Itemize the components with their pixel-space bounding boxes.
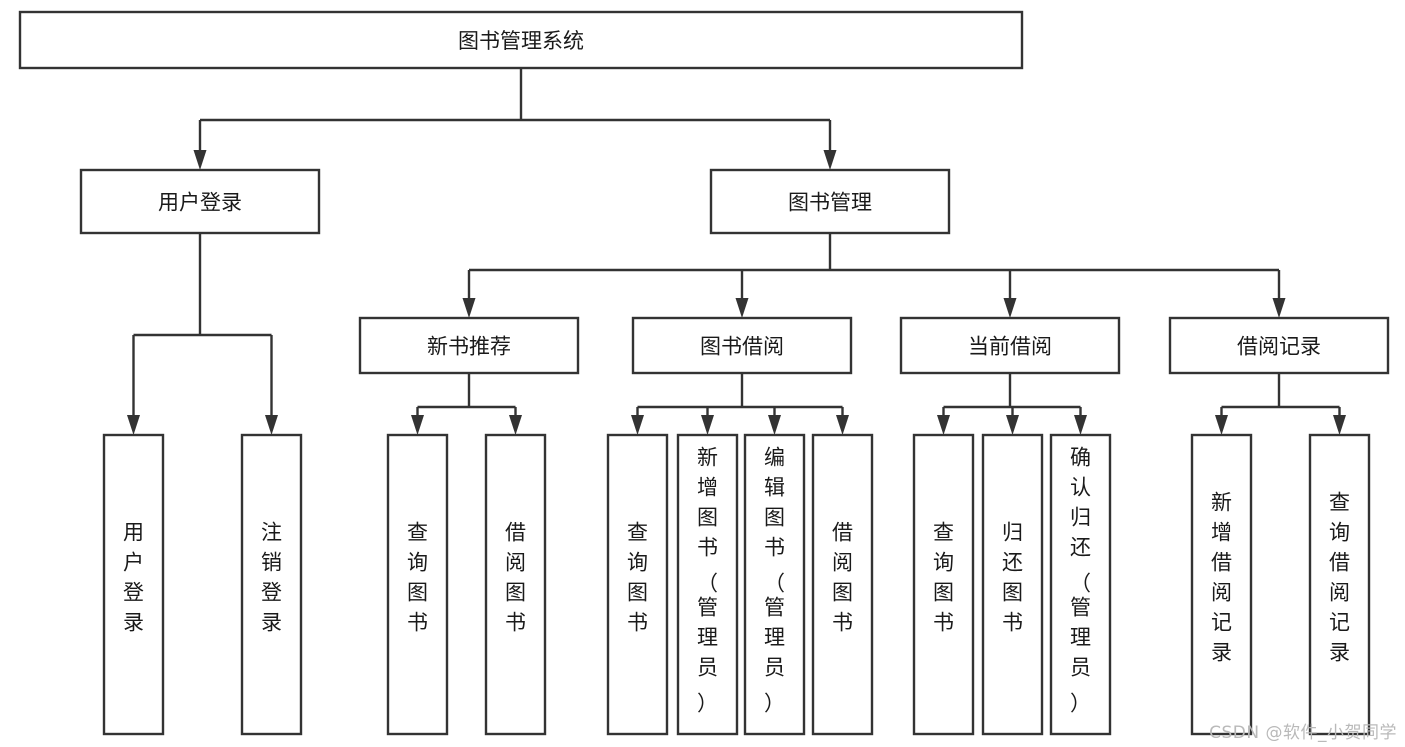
node-box-book-borrow[interactable] — [631, 316, 853, 375]
node-box-leaf-add-book[interactable] — [676, 433, 739, 736]
arrow-head-current_borrow — [1003, 298, 1017, 318]
node-box-new-book-rec[interactable] — [358, 316, 580, 375]
node-box-leaf-edit-book[interactable] — [743, 433, 806, 736]
node-book-manage[interactable]: 图书管理 — [709, 168, 951, 235]
node-leaf-return-book[interactable]: 归还图书 — [981, 433, 1044, 736]
node-leaf-borrow-book-1[interactable]: 借阅图书 — [484, 433, 547, 736]
arrow-head-leaf_query_record — [1333, 415, 1346, 435]
node-label-leaf-query-book-3: 查询图书 — [933, 521, 954, 635]
node-new-book-rec[interactable]: 新书推荐 — [358, 316, 580, 375]
node-label-leaf-user-login: 用户登录 — [123, 521, 144, 635]
connector-group-book_borrow — [631, 373, 849, 435]
node-box-leaf-borrow-book-1[interactable] — [484, 433, 547, 736]
node-leaf-user-login[interactable]: 用户登录 — [102, 433, 165, 736]
connector-group-current_borrow — [937, 373, 1087, 435]
node-leaf-borrow-book-2[interactable]: 借阅图书 — [811, 433, 874, 736]
node-label-leaf-query-book-2: 查询图书 — [627, 521, 648, 635]
arrow-head-leaf_query_book_1 — [411, 415, 424, 435]
arrow-head-book_manage — [823, 150, 837, 170]
node-leaf-add-record[interactable]: 新增借阅记录 — [1190, 433, 1253, 736]
connector-group-user_login — [127, 233, 278, 435]
node-borrow-record[interactable]: 借阅记录 — [1168, 316, 1390, 375]
arrow-head-leaf_borrow_book_2 — [836, 415, 849, 435]
node-root[interactable]: 图书管理系统 — [18, 10, 1024, 70]
node-box-leaf-confirm-return[interactable] — [1049, 433, 1112, 736]
arrow-head-leaf_edit_book — [768, 415, 781, 435]
arrow-head-leaf_borrow_book_1 — [509, 415, 522, 435]
node-leaf-logout[interactable]: 注销登录 — [240, 433, 303, 736]
arrow-head-borrow_record — [1272, 298, 1286, 318]
node-leaf-query-book-3[interactable]: 查询图书 — [912, 433, 975, 736]
node-label-book-manage: 图书管理 — [788, 191, 872, 215]
node-box-leaf-return-book[interactable] — [981, 433, 1044, 736]
node-label-leaf-logout: 注销登录 — [261, 521, 282, 635]
arrow-head-user_login — [193, 150, 207, 170]
node-box-leaf-user-login[interactable] — [102, 433, 165, 736]
node-box-leaf-query-book-2[interactable] — [606, 433, 669, 736]
node-label-new-book-rec: 新书推荐 — [427, 335, 511, 359]
node-layer: 图书管理系统用户登录图书管理新书推荐图书借阅当前借阅借阅记录用户登录注销登录查询… — [18, 10, 1390, 736]
arrow-head-leaf_add_book — [701, 415, 714, 435]
node-label-leaf-add-book: 新增图书（管理员） — [697, 446, 718, 716]
node-box-leaf-query-book-1[interactable] — [386, 433, 449, 736]
node-label-leaf-borrow-book-1: 借阅图书 — [505, 521, 526, 635]
node-box-leaf-logout[interactable] — [240, 433, 303, 736]
node-leaf-query-book-1[interactable]: 查询图书 — [386, 433, 449, 736]
node-box-root[interactable] — [18, 10, 1024, 70]
node-box-book-manage[interactable] — [709, 168, 951, 235]
node-label-leaf-edit-book: 编辑图书（管理员） — [764, 446, 785, 716]
node-label-leaf-confirm-return: 确认归还（管理员） — [1070, 446, 1091, 716]
node-box-current-borrow[interactable] — [899, 316, 1121, 375]
node-box-leaf-borrow-book-2[interactable] — [811, 433, 874, 736]
node-box-user-login[interactable] — [79, 168, 321, 235]
node-current-borrow[interactable]: 当前借阅 — [899, 316, 1121, 375]
connector-layer — [127, 68, 1346, 435]
node-leaf-edit-book[interactable]: 编辑图书（管理员） — [743, 433, 806, 736]
arrow-head-leaf_confirm_return — [1074, 415, 1087, 435]
node-label-leaf-query-book-1: 查询图书 — [407, 521, 428, 635]
node-label-leaf-return-book: 归还图书 — [1002, 521, 1023, 635]
node-book-borrow[interactable]: 图书借阅 — [631, 316, 853, 375]
node-box-leaf-query-record[interactable] — [1308, 433, 1371, 736]
node-box-leaf-add-record[interactable] — [1190, 433, 1253, 736]
node-box-leaf-query-book-3[interactable] — [912, 433, 975, 736]
node-leaf-query-record[interactable]: 查询借阅记录 — [1308, 433, 1371, 736]
connector-group-book_manage — [462, 233, 1286, 318]
connector-group-borrow_record — [1215, 373, 1346, 435]
arrow-head-book_borrow — [735, 298, 749, 318]
connector-group-root — [193, 68, 837, 170]
node-label-leaf-borrow-book-2: 借阅图书 — [832, 521, 853, 635]
arrow-head-leaf_query_book_3 — [937, 415, 950, 435]
arrow-head-new_book_rec — [462, 298, 476, 318]
node-label-leaf-add-record: 新增借阅记录 — [1211, 491, 1232, 665]
connector-group-new_book_rec — [411, 373, 522, 435]
node-label-root: 图书管理系统 — [458, 29, 584, 53]
node-leaf-query-book-2[interactable]: 查询图书 — [606, 433, 669, 736]
node-label-leaf-query-record: 查询借阅记录 — [1329, 491, 1350, 665]
node-label-book-borrow: 图书借阅 — [700, 335, 784, 359]
node-leaf-add-book[interactable]: 新增图书（管理员） — [676, 433, 739, 736]
node-label-borrow-record: 借阅记录 — [1237, 335, 1321, 359]
node-label-user-login: 用户登录 — [158, 191, 242, 215]
arrow-head-leaf_user_login — [127, 415, 140, 435]
arrow-head-leaf_return_book — [1006, 415, 1019, 435]
node-label-current-borrow: 当前借阅 — [968, 335, 1052, 359]
arrow-head-leaf_add_record — [1215, 415, 1228, 435]
arrow-head-leaf_query_book_2 — [631, 415, 644, 435]
node-box-borrow-record[interactable] — [1168, 316, 1390, 375]
arrow-head-leaf_logout — [265, 415, 278, 435]
node-leaf-confirm-return[interactable]: 确认归还（管理员） — [1049, 433, 1112, 736]
node-user-login[interactable]: 用户登录 — [79, 168, 321, 235]
